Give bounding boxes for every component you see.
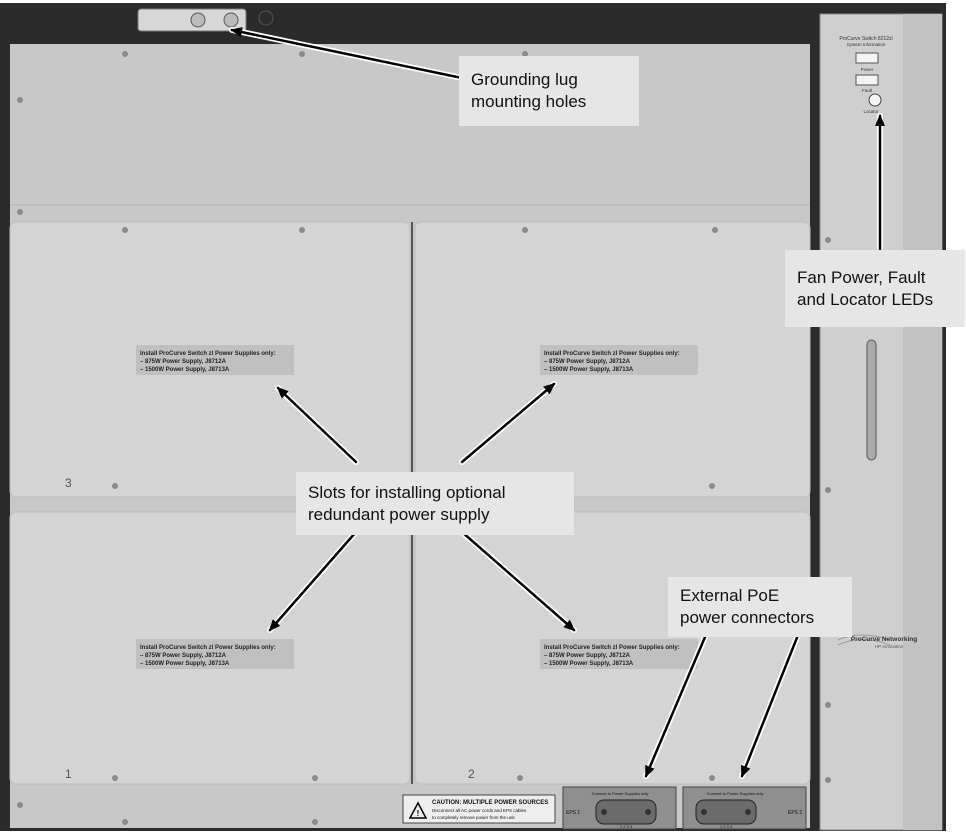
slot-number-2: 2 (468, 767, 475, 781)
callout-grounding-line2: mounting holes (471, 92, 587, 111)
svg-text:– 875W Power Supply, J8712A: – 875W Power Supply, J8712A (544, 359, 631, 365)
arrow-slot-top-right (460, 382, 556, 464)
svg-text:– 875W Power Supply, J8712A: – 875W Power Supply, J8712A (544, 653, 631, 659)
slot-label-bottom-left: Install ProCurve Switch zl Power Supplie… (136, 639, 294, 669)
fault-led-label: Fault (862, 88, 873, 93)
slot-number-3: 3 (65, 476, 72, 490)
svg-text:– 875W Power Supply, J8712A: – 875W Power Supply, J8712A (140, 653, 227, 659)
callout-fan-leds: Fan Power, Fault and Locator LEDs (785, 250, 965, 327)
svg-text:1 2 3 4: 1 2 3 4 (620, 824, 633, 829)
callout-grounding-line1: Grounding lug (471, 70, 578, 89)
eps-connector-2: Connect to Power Supplies only EPS 2 1 2… (682, 786, 807, 830)
arrow-eps-1 (644, 628, 710, 778)
arrow-slot-bottom-right (460, 530, 576, 632)
slot-number-1: 1 (65, 767, 72, 781)
svg-text:– 1500W Power Supply, J8713A: – 1500W Power Supply, J8713A (140, 661, 230, 667)
grounding-lug (137, 8, 274, 32)
svg-text:Install ProCurve Switch zl Pow: Install ProCurve Switch zl Power Supplie… (140, 645, 276, 651)
slot-label-top-right: Install ProCurve Switch zl Power Supplie… (540, 345, 698, 375)
arrow-slot-top-left (276, 386, 358, 464)
svg-text:Connect to Power Supplies only: Connect to Power Supplies only (592, 791, 649, 796)
eps-1-label: EPS 1 (566, 810, 580, 816)
svg-text:Install ProCurve Switch zl Pow: Install ProCurve Switch zl Power Supplie… (140, 351, 276, 357)
svg-text:– 1500W Power Supply, J8713A: – 1500W Power Supply, J8713A (544, 367, 634, 373)
svg-text:Install ProCurve Switch zl Pow: Install ProCurve Switch zl Power Supplie… (544, 351, 680, 357)
callout-poe-line1: External PoE (680, 586, 780, 605)
caution-label: ! CAUTION: MULTIPLE POWER SOURCES Discon… (402, 794, 556, 824)
arrow-eps-2 (740, 628, 802, 778)
svg-text:– 1500W Power Supply, J8713A: – 1500W Power Supply, J8713A (140, 367, 230, 373)
fan-panel-title: ProCurve Switch 8212zl (839, 36, 892, 42)
callout-slots-line2: redundant power supply (308, 504, 490, 524)
fan-tray-handle (866, 339, 877, 461)
callout-poe: External PoE power connectors (668, 577, 852, 637)
caution-line1: Disconnect all AC power cords and EPS ca… (432, 808, 527, 813)
power-led-label: Power (861, 67, 874, 72)
eps-connector-1: Connect to Power Supplies only EPS 1 1 2… (562, 786, 677, 830)
svg-text:!: ! (417, 809, 420, 818)
fan-panel-subtitle: System Information (847, 42, 886, 47)
svg-text:– 875W Power Supply, J8712A: – 875W Power Supply, J8712A (140, 359, 227, 365)
svg-text:Connect to Power Supplies only: Connect to Power Supplies only (707, 791, 764, 796)
slot-label-bottom-right: Install ProCurve Switch zl Power Supplie… (540, 639, 698, 669)
locator-led-label: Locator (863, 109, 879, 114)
arrow-slot-bottom-left (268, 530, 358, 632)
callout-fan-leds-line2: and Locator LEDs (797, 289, 934, 309)
slot-label-top-left: Install ProCurve Switch zl Power Supplie… (136, 345, 294, 375)
svg-text:– 1500W Power Supply, J8713A: – 1500W Power Supply, J8713A (544, 661, 634, 667)
procurve-brand-sub: HP Innovation (875, 644, 904, 649)
callout-arrows (229, 27, 885, 779)
callout-fan-leds-line1: Fan Power, Fault (797, 267, 926, 287)
caution-title: CAUTION: MULTIPLE POWER SOURCES (432, 800, 548, 806)
caution-line2: to completely remove power from the unit… (432, 815, 516, 820)
callout-grounding: Grounding lug mounting holes (459, 56, 639, 126)
eps-2-label: EPS 2 (788, 810, 802, 816)
power-led-window (855, 52, 879, 64)
svg-text:1 2 3 4: 1 2 3 4 (720, 824, 733, 829)
procurve-logo (837, 634, 891, 646)
locator-led (868, 93, 882, 107)
fault-led-window (855, 74, 879, 86)
callout-poe-line2: power connectors (680, 608, 815, 627)
svg-text:Install ProCurve Switch zl Pow: Install ProCurve Switch zl Power Supplie… (544, 645, 680, 651)
procurve-brand: ProCurve Networking (851, 636, 917, 643)
callout-slots-line1: Slots for installing optional (308, 482, 506, 502)
callout-slots: Slots for installing optional redundant … (296, 472, 574, 535)
arrow-grounding (230, 27, 464, 80)
